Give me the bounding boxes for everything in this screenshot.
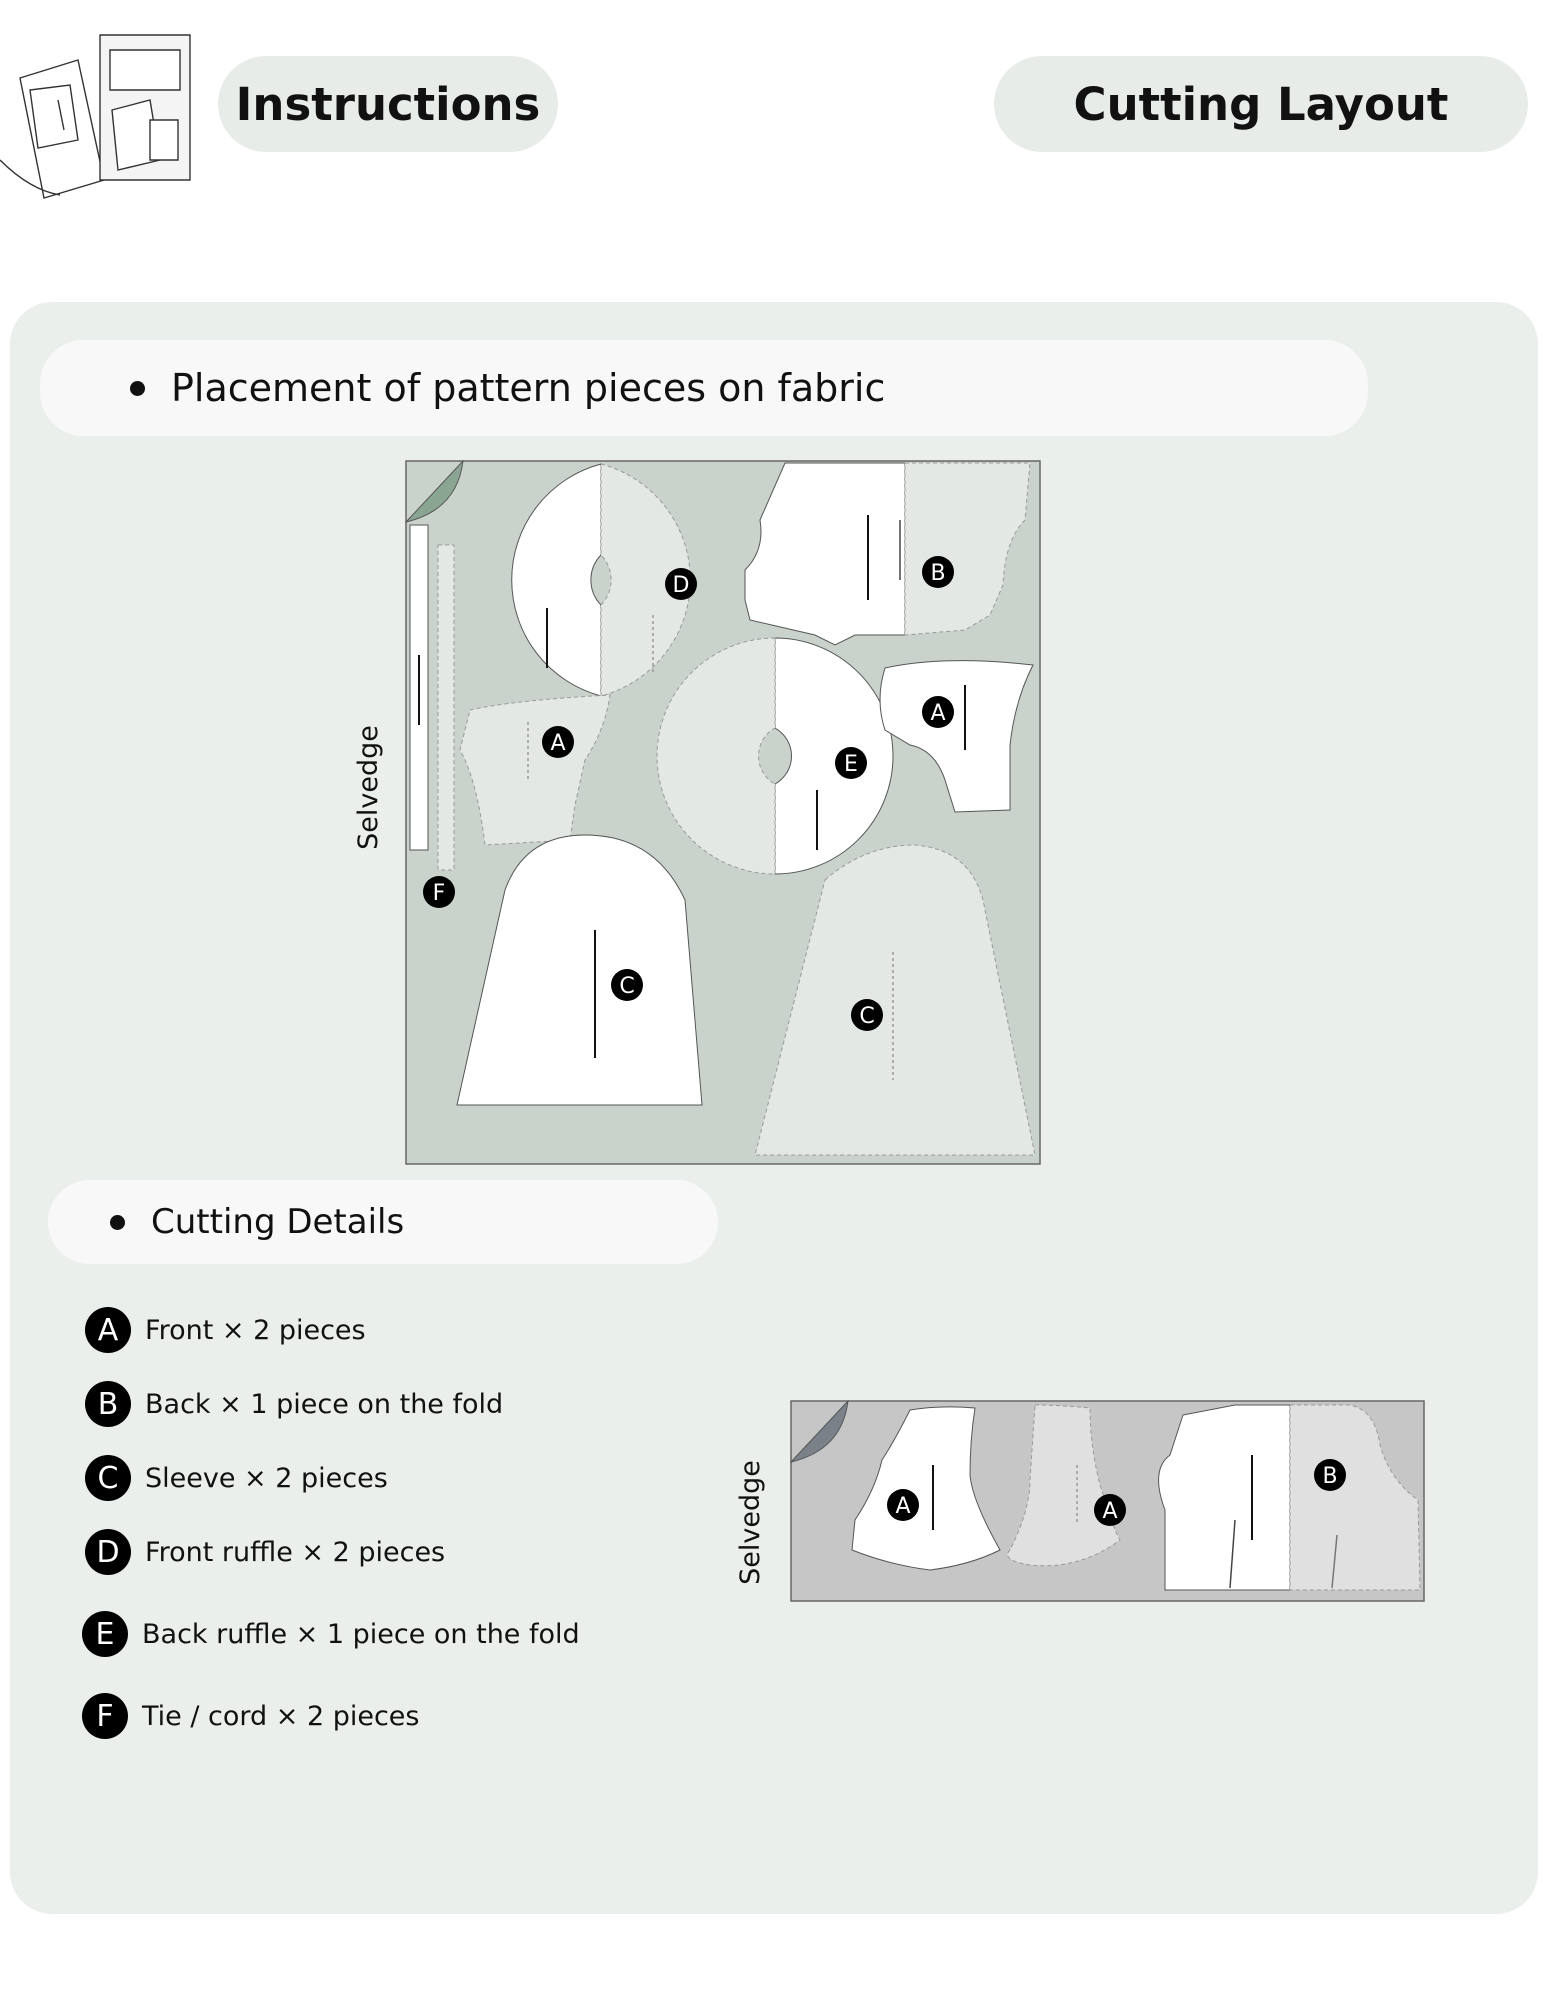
badge-label: A [1102,1499,1117,1524]
badge-D: D [85,1529,131,1575]
badge-label: C [619,974,634,999]
cutting-detail-item: F Tie / cord × 2 pieces [82,1693,420,1739]
piece-A-white [851,1406,1001,1571]
cutting-detail-text: Tie / cord × 2 pieces [142,1700,420,1732]
piece-D-fold [600,463,691,697]
badge-B: B [85,1381,131,1427]
small-cutting-layout: A A B [790,1400,1425,1602]
cutting-layout-tab[interactable]: Cutting Layout [994,56,1528,152]
cutting-detail-text: Back ruffle × 1 piece on the fold [142,1618,580,1650]
badge-label: A [895,1494,910,1519]
badge-label: C [859,1004,874,1029]
badge-label: D [673,573,690,598]
main-cutting-layout: D B A A E F C C [405,460,1041,1165]
piece-A-grey [1007,1404,1121,1567]
small-badges: A A B [887,1459,1346,1526]
logo [0,30,195,200]
cutting-detail-item: A Front × 2 pieces [85,1307,366,1353]
cutting-detail-item: C Sleeve × 2 pieces [85,1455,388,1501]
badge-label: F [433,881,446,906]
cutting-detail-item: D Front ruffle × 2 pieces [85,1529,445,1575]
pattern-pieces-logo-icon [0,34,191,199]
badge-A: A [85,1307,131,1353]
piece-C-right [754,844,1036,1156]
bullet [110,1214,125,1230]
piece-A-right [879,660,1034,813]
piece-D-white [511,463,602,697]
badge-label: A [930,701,945,726]
cutting-detail-item: B Back × 1 piece on the fold [85,1381,503,1427]
badge-label: B [930,561,945,586]
piece-F-2 [437,544,455,871]
piece-B-fold [904,462,1031,636]
fold-corner [790,1400,849,1463]
cutting-details-bar: Cutting Details [48,1180,718,1264]
cutting-details-title: Cutting Details [151,1202,405,1242]
cutting-detail-text: Front ruffle × 2 pieces [145,1536,446,1568]
cutting-detail-item: E Back ruffle × 1 piece on the fold [82,1611,580,1657]
badge-E: E [82,1611,128,1657]
piece-C-left [456,834,703,1106]
badge-C: C [85,1455,131,1501]
badge-label: B [1322,1464,1337,1489]
piece-E-fold [656,637,776,875]
cutting-detail-text: Back × 1 piece on the fold [145,1388,504,1420]
piece-B-white [744,462,906,646]
badge-label: A [550,731,565,756]
instructions-label: Instructions [235,77,541,131]
placement-title: Placement of pattern pieces on fabric [171,366,886,410]
piece-E-white [774,637,894,875]
badge-F: F [82,1693,128,1739]
main-badges: D B A A E F C C [423,556,954,1031]
cutting-detail-text: Sleeve × 2 pieces [145,1462,388,1494]
placement-section-bar: Placement of pattern pieces on fabric [40,340,1368,436]
bullet [130,380,145,396]
piece-A-left [459,694,611,846]
instructions-tab[interactable]: Instructions [218,56,558,152]
cutting-detail-text: Front × 2 pieces [145,1314,366,1346]
badge-label: E [844,752,858,777]
piece-B-white [1158,1404,1291,1591]
fold-corner [405,460,464,523]
cutting-layout-label: Cutting Layout [1073,77,1449,131]
piece-B-fold [1289,1404,1421,1591]
